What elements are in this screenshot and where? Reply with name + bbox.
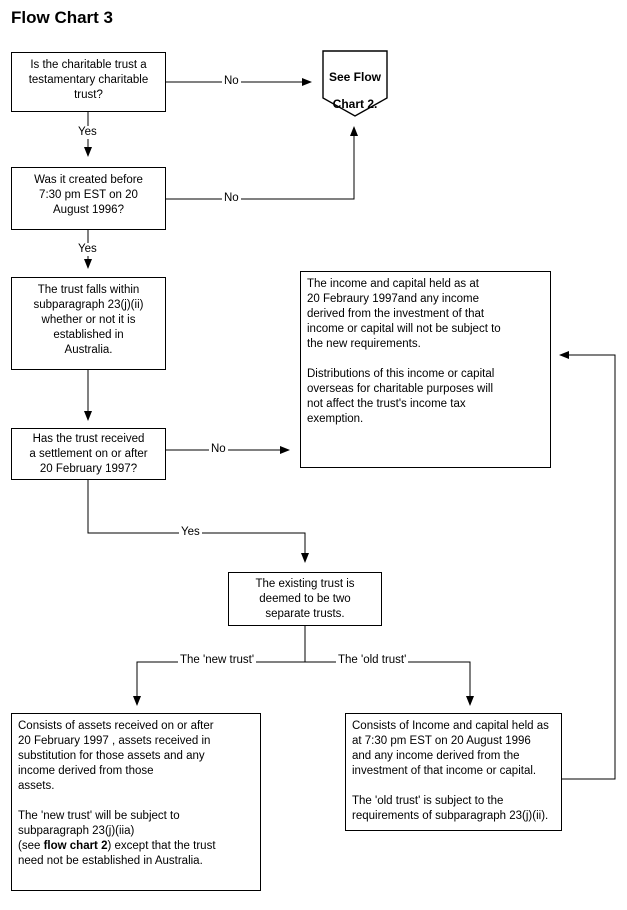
node-old-trust-p1-line-3: and any income derived from the (352, 750, 520, 762)
pentagon-shape (322, 50, 388, 117)
node-old-trust-p2-line-2: requirements of subparagraph 23(j)(ii). (352, 810, 549, 822)
node-new-trust-p1-line-2: 20 February 1997 , assets received in (18, 735, 211, 747)
node-old-trust-details[interactable]: Consists of Income and capital held as a… (345, 713, 562, 831)
node-new-trust-p2-line-1: The 'new trust' will be subject to (18, 810, 180, 822)
node-falls-within-line-3: whether or not it is (41, 314, 136, 326)
edge-label-q2-yes: Yes (76, 243, 99, 256)
node-q3-settlement-received[interactable]: Has the trust received a settlement on o… (11, 428, 166, 480)
node-see-flow-chart-2-line-2: Chart 2. (332, 97, 378, 111)
node-income-capital-p1-line-1: The income and capital held as at (307, 278, 479, 290)
node-two-trusts-line-2: deemed to be two (259, 593, 351, 605)
node-income-capital-p2-line-3: not affect the trust's income tax (307, 398, 466, 410)
node-see-flow-chart-2-line-1: See Flow (328, 70, 381, 84)
node-q1-line-1: Is the charitable trust a (30, 59, 147, 71)
node-falls-within-line-1: The trust falls within (37, 284, 140, 296)
node-new-trust-p1-line-1: Consists of assets received on or after (18, 720, 214, 732)
node-income-and-capital[interactable]: The income and capital held as at 20 Feb… (300, 271, 551, 468)
node-q1-line-2: testamentary charitable (28, 74, 149, 86)
page-title: Flow Chart 3 (11, 8, 114, 27)
paragraph-spacer (352, 779, 555, 794)
node-new-trust-p1-line-3: substitution for those assets and any (18, 750, 205, 762)
edge-q2-no (166, 126, 358, 200)
edge-q3-yes (87, 480, 309, 563)
node-old-trust-p2-line-1: The 'old trust' is subject to the (352, 795, 504, 807)
node-income-capital-p2-line-1: Distributions of this income or capital (307, 368, 495, 380)
new-trust-flow-chart-2-reference[interactable]: flow chart 2 (43, 840, 108, 852)
node-see-flow-chart-2[interactable]: See Flow Chart 2. (322, 50, 388, 118)
edge-split-new (133, 661, 305, 706)
edge-label-q3-yes: Yes (179, 526, 202, 539)
edge-label-branch-new-trust: The 'new trust' (178, 654, 257, 667)
node-new-trust-p1-line-4: income derived from those (18, 765, 154, 777)
node-q2-created-before[interactable]: Was it created before 7:30 pm EST on 20 … (11, 167, 166, 230)
node-q1-line-3: trust? (74, 89, 103, 101)
node-old-trust-p1-line-2: at 7:30 pm EST on 20 August 1996 (352, 735, 531, 747)
new-trust-see-suffix: ) except that the trust (107, 840, 216, 852)
node-old-trust-p1-line-4: investment of that income or capital. (352, 765, 537, 777)
edge-split-old (305, 661, 474, 706)
node-income-capital-p2-line-4: exemption. (307, 413, 364, 425)
node-new-trust-p2-line-2: subparagraph 23(j)(iia) (18, 825, 135, 837)
node-two-trusts-line-1: The existing trust is (255, 578, 355, 590)
node-q2-line-1: Was it created before (34, 174, 143, 186)
node-new-trust-p2-line-4: need not be established in Australia. (18, 855, 203, 867)
node-old-trust-p1-line-1: Consists of Income and capital held as (352, 720, 549, 732)
node-income-capital-p1-line-4: income or capital will not be subject to (307, 323, 501, 335)
edge-label-q1-no: No (222, 75, 241, 88)
edge-label-q3-no: No (209, 443, 228, 456)
node-new-trust-p2-line-3: (see flow chart 2) except that the trust (18, 839, 254, 854)
node-two-trusts-line-3: separate trusts. (265, 608, 345, 620)
edge-label-branch-old-trust: The 'old trust' (336, 654, 409, 667)
new-trust-see-prefix: (see (18, 840, 44, 852)
node-new-trust-details[interactable]: Consists of assets received on or after … (11, 713, 261, 891)
node-q2-line-2: 7:30 pm EST on 20 (39, 189, 138, 201)
node-income-capital-p1-line-2: 20 Febraury 1997and any income (307, 293, 479, 305)
edge-label-q2-no: No (222, 192, 241, 205)
node-q3-line-2: a settlement on or after (29, 448, 148, 460)
node-trust-falls-within-subparagraph[interactable]: The trust falls within subparagraph 23(j… (11, 277, 166, 370)
node-income-capital-p1-line-3: derived from the investment of that (307, 308, 485, 320)
node-q3-line-1: Has the trust received (32, 433, 145, 445)
node-q1-testamentary-trust[interactable]: Is the charitable trust a testamentary c… (11, 52, 166, 112)
node-q3-line-3: 20 February 1997? (39, 463, 138, 475)
edge-label-q1-yes: Yes (76, 126, 99, 139)
paragraph-spacer (307, 352, 544, 367)
node-two-separate-trusts[interactable]: The existing trust is deemed to be two s… (228, 572, 382, 626)
node-falls-within-line-4: established in (53, 329, 124, 341)
node-falls-within-line-5: Australia. (64, 344, 113, 356)
node-new-trust-p1-line-5: assets. (18, 780, 55, 792)
node-income-capital-p1-line-5: the new requirements. (307, 338, 421, 350)
paragraph-spacer (18, 794, 254, 809)
node-q2-line-3: August 1996? (53, 204, 124, 216)
node-income-capital-p2-line-2: overseas for charitable purposes will (307, 383, 494, 395)
node-falls-within-line-2: subparagraph 23(j)(ii) (33, 299, 144, 311)
edge-oldtrust-income (559, 351, 616, 780)
